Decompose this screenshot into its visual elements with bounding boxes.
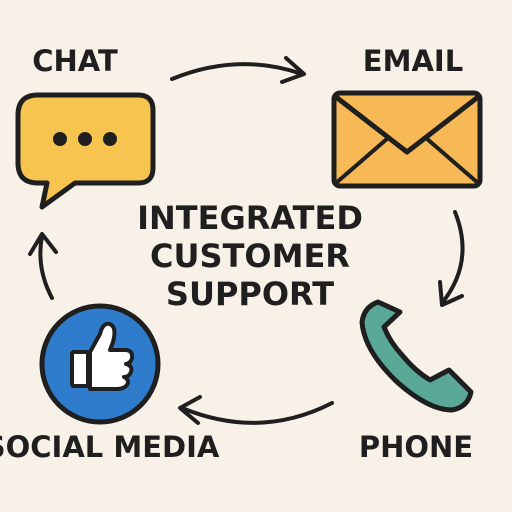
arrow-phone-to-social [180, 401, 334, 425]
chat-label: CHAT [32, 44, 118, 78]
arrow-email-to-phone [440, 210, 465, 305]
social-media-label: SOCIAL MEDIA [0, 430, 220, 464]
phone-label: PHONE [359, 430, 473, 464]
phone-handset-icon [359, 299, 474, 413]
email-label: EMAIL [363, 44, 463, 78]
center-title-line-2: CUSTOMER [150, 237, 350, 275]
arrow-chat-to-email [170, 62, 304, 81]
chat-bubble-icon [15, 92, 156, 210]
thumbs-up-icon [39, 303, 161, 425]
arrow-social-to-chat [38, 234, 54, 300]
envelope-icon [331, 90, 483, 189]
arrow-email-to-phone-head [438, 280, 464, 307]
arrow-phone-to-social-head [178, 395, 202, 425]
arrow-social-to-chat-head [28, 232, 58, 256]
center-title-line-1: INTEGRATED [137, 199, 363, 237]
arrow-chat-to-email-head [280, 56, 306, 84]
center-title-line-3: SUPPORT [166, 275, 334, 313]
